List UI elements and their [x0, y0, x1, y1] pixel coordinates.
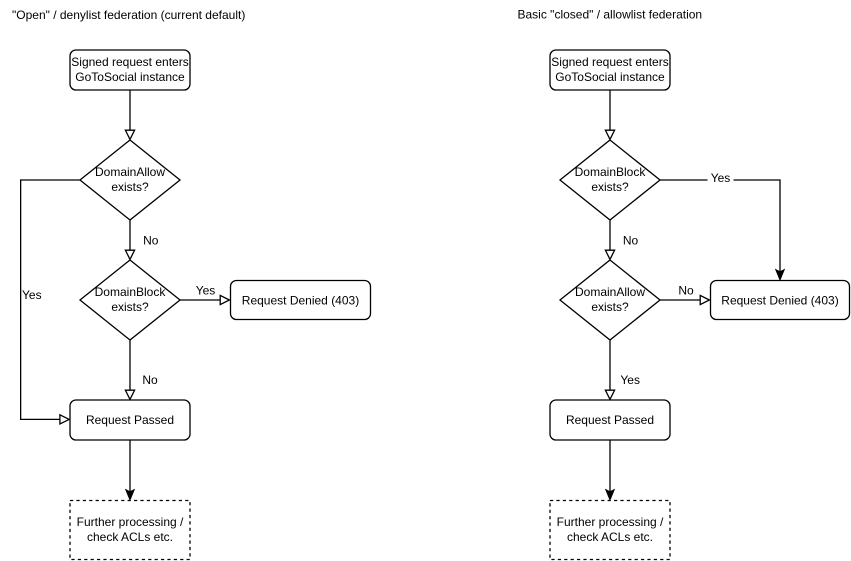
svg-text:Request Passed: Request Passed: [566, 413, 654, 427]
svg-text:No: No: [678, 284, 694, 298]
svg-text:Yes: Yes: [196, 283, 216, 297]
svg-text:Yes: Yes: [711, 171, 731, 185]
svg-text:No: No: [143, 233, 159, 247]
svg-text:No: No: [623, 233, 639, 247]
svg-text:Request Denied (403): Request Denied (403): [721, 294, 838, 308]
svg-text:Further processing /check ACLs: Further processing /check ACLs etc.: [77, 515, 184, 544]
svg-text:Yes: Yes: [620, 373, 640, 387]
svg-text:Request Passed: Request Passed: [86, 413, 174, 427]
svg-text:Basic "closed" / allowlist fed: Basic "closed" / allowlist federation: [518, 8, 703, 22]
svg-text:Further processing /check ACLs: Further processing /check ACLs etc.: [557, 515, 664, 544]
svg-text:No: No: [142, 373, 158, 387]
svg-text:Request Denied (403): Request Denied (403): [242, 294, 359, 308]
svg-text:"Open" / denylist federation (: "Open" / denylist federation (current de…: [12, 8, 245, 22]
svg-text:Yes: Yes: [22, 288, 42, 302]
